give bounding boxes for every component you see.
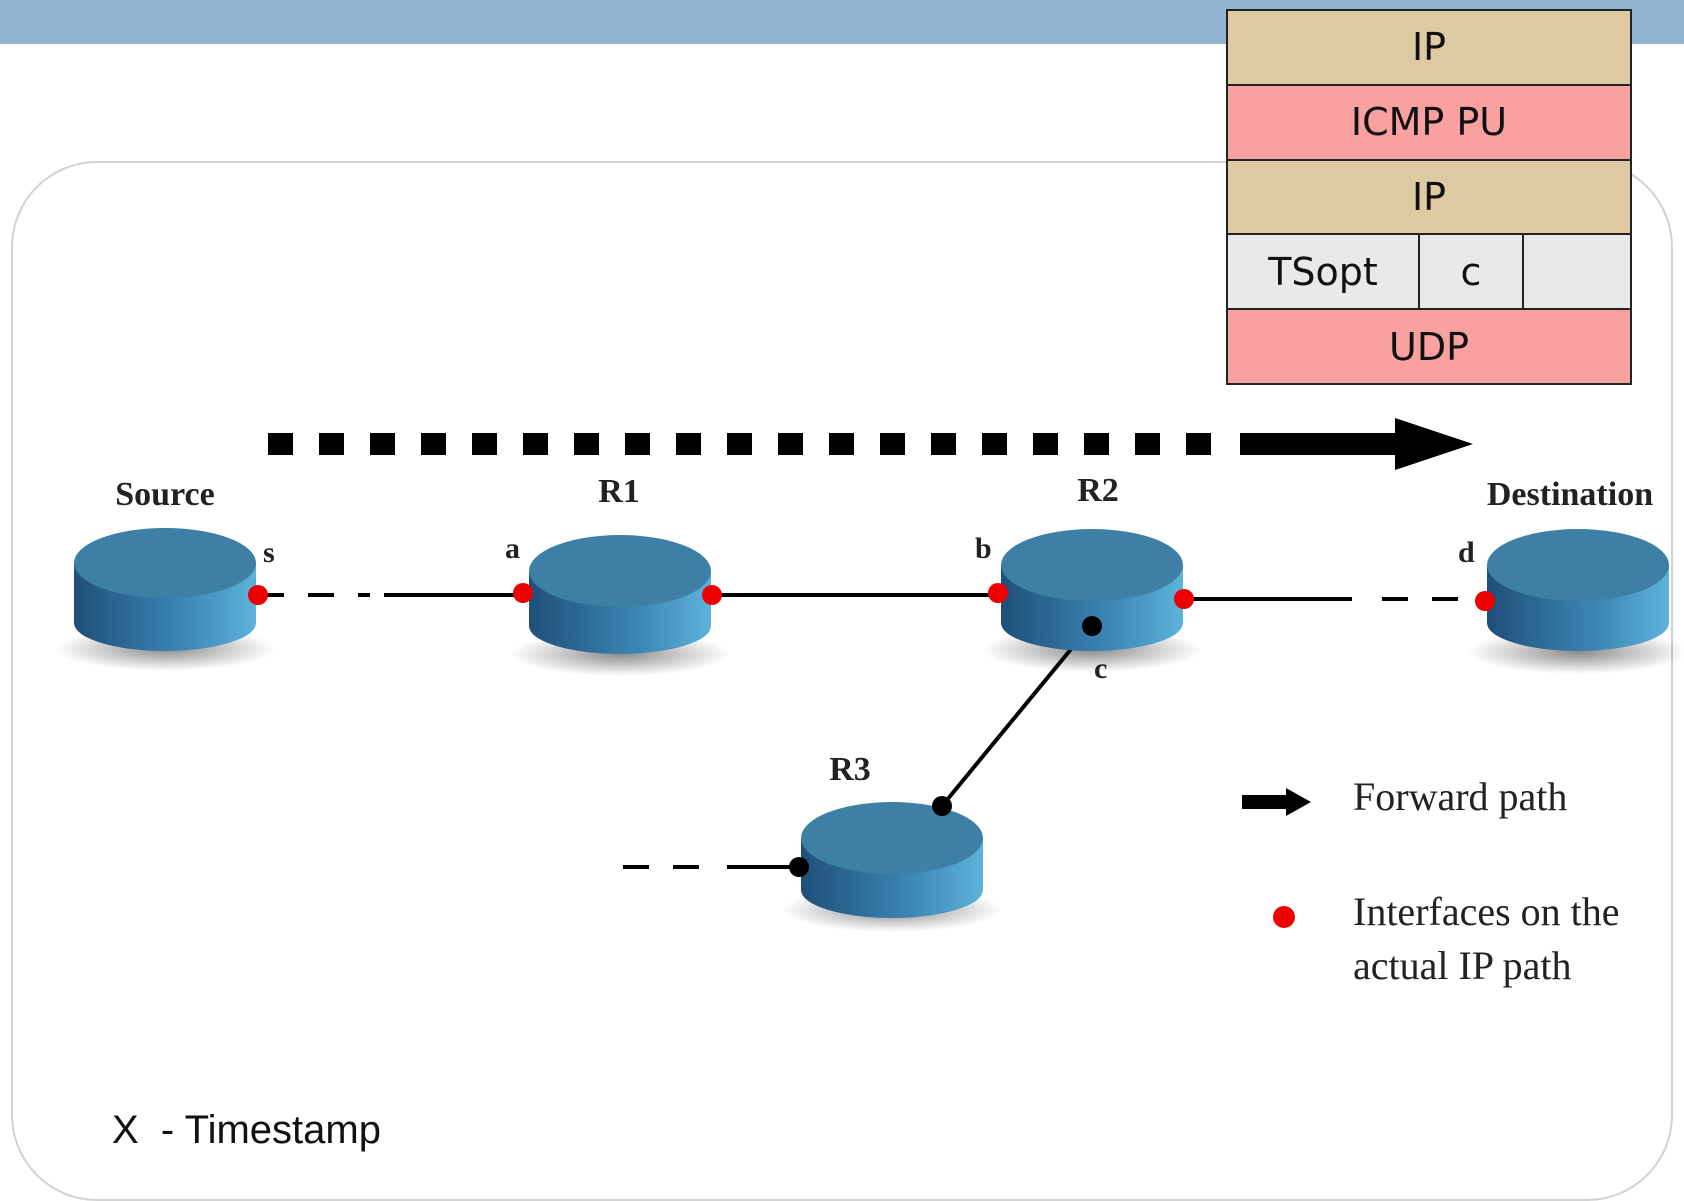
r1-out-dot [702, 585, 722, 605]
packet-layer-ip-outer: IP [1228, 11, 1630, 84]
packet-layer-udp: UDP [1228, 310, 1630, 383]
legend: Forward path Interfaces on the actual IP… [1242, 774, 1620, 988]
interface-s-dot [248, 585, 268, 605]
interface-c-label: c [1094, 652, 1107, 685]
interface-d-label: d [1458, 536, 1475, 569]
interface-b-label: b [975, 532, 992, 565]
option-tsopt-cell: TSopt [1228, 235, 1418, 309]
interface-s-label: s [263, 536, 275, 569]
packet-layer-options: TSopt c [1228, 235, 1630, 309]
packet-header-stack: IP ICMP PU IP TSopt c UDP [1226, 9, 1632, 385]
destination-router [1468, 529, 1684, 674]
packet-layer-icmp-pu: ICMP PU [1228, 85, 1630, 159]
option-empty-cell [1524, 235, 1630, 309]
r3-left-dot [789, 857, 809, 877]
r2-out-dot [1174, 589, 1194, 609]
r3-router [782, 802, 1002, 932]
r3-label: R3 [829, 751, 871, 788]
legend-interfaces-line2: actual IP path [1353, 943, 1571, 988]
timestamp-footnote: X - Timestamp [112, 1108, 381, 1152]
source-label: Source [115, 476, 214, 513]
legend-interface-dot-icon [1273, 906, 1295, 928]
packet-layer-ip-inner: IP [1228, 160, 1630, 234]
legend-interfaces-line1: Interfaces on the [1353, 889, 1620, 934]
network-diagram: Source R1 R2 Destination R3 s a b c d Fo… [55, 418, 1684, 988]
interface-a-label: a [505, 532, 520, 565]
destination-label: Destination [1487, 476, 1653, 513]
source-router [55, 528, 275, 671]
interface-a-dot [513, 583, 533, 603]
legend-forward-path: Forward path [1353, 774, 1567, 819]
interface-d-dot [1475, 591, 1495, 611]
r3-up-dot [932, 796, 952, 816]
r2-label: R2 [1077, 472, 1119, 509]
interface-c-dot [1082, 616, 1102, 636]
r1-router [510, 535, 730, 676]
forward-path-arrow [268, 418, 1473, 470]
interface-dots [248, 583, 1495, 877]
r2-router [982, 529, 1202, 672]
interface-b-dot [988, 583, 1008, 603]
r1-label: R1 [598, 473, 640, 510]
legend-arrow-icon [1286, 788, 1311, 816]
option-c-cell: c [1420, 235, 1522, 309]
links [258, 593, 1482, 869]
